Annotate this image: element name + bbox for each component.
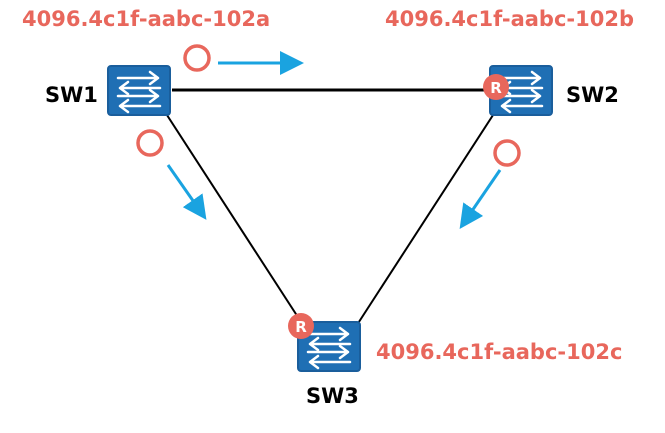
arrow-icon: [166, 164, 207, 220]
sw1-bridge-id: 4096.4c1f-aabc-102a: [22, 7, 271, 31]
sw3-bridge-id: 4096.4c1f-aabc-102c: [376, 340, 623, 364]
sw2-bridge-id: 4096.4c1f-aabc-102b: [385, 7, 634, 31]
root-badge-label: R: [295, 318, 307, 336]
port-circle-icon: [136, 129, 164, 157]
root-bridge-badge-icon: R: [483, 74, 509, 100]
sw3-label: SW3: [306, 384, 359, 408]
arrow-icon: [459, 169, 502, 229]
root-bridge-badge-icon: R: [288, 313, 314, 339]
link-sw2-sw3: [354, 111, 496, 329]
switch-icon: [297, 321, 361, 372]
port-circle-icon: [183, 44, 211, 72]
sw1-label: SW1: [45, 83, 98, 107]
port-circle-icon: [493, 139, 521, 167]
link-sw1-sw3: [164, 111, 306, 329]
root-badge-label: R: [490, 79, 502, 97]
sw2-label: SW2: [566, 83, 619, 107]
switch-icon: [107, 65, 171, 116]
